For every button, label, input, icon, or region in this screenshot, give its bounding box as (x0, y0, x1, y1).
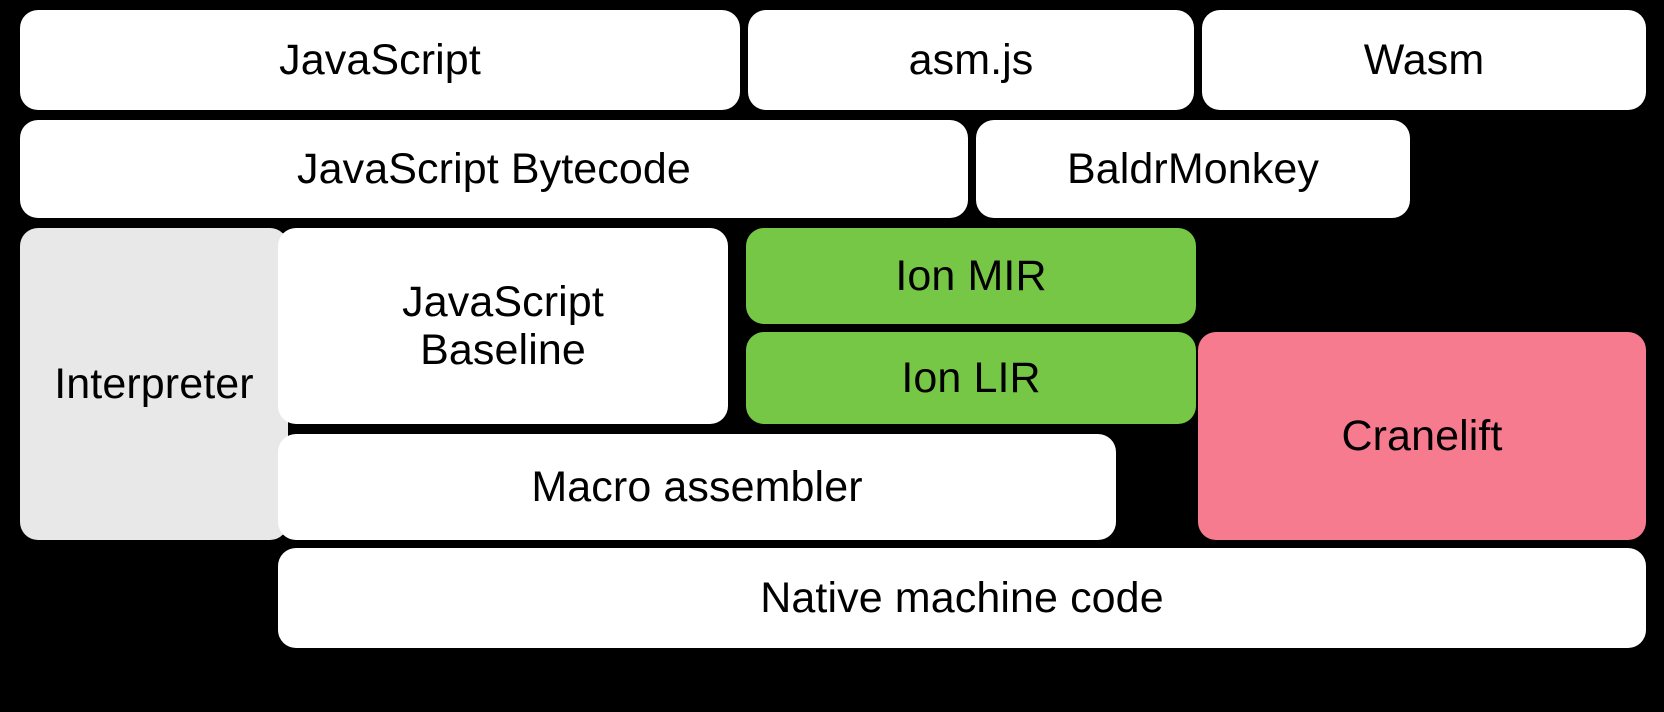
node-cranelift: Cranelift (1198, 332, 1646, 540)
node-ion-mir: Ion MIR (746, 228, 1196, 324)
node-javascript: JavaScript (20, 10, 740, 110)
node-interpreter: Interpreter (20, 228, 288, 540)
node-macro-assembler: Macro assembler (278, 434, 1116, 540)
node-javascript-bytecode: JavaScript Bytecode (20, 120, 968, 218)
node-wasm: Wasm (1202, 10, 1646, 110)
node-asm-js: asm.js (748, 10, 1194, 110)
node-ion-lir: Ion LIR (746, 332, 1196, 424)
node-javascript-baseline: JavaScript Baseline (278, 228, 728, 424)
node-baldrmonkey: BaldrMonkey (976, 120, 1410, 218)
node-native-machine-code: Native machine code (278, 548, 1646, 648)
